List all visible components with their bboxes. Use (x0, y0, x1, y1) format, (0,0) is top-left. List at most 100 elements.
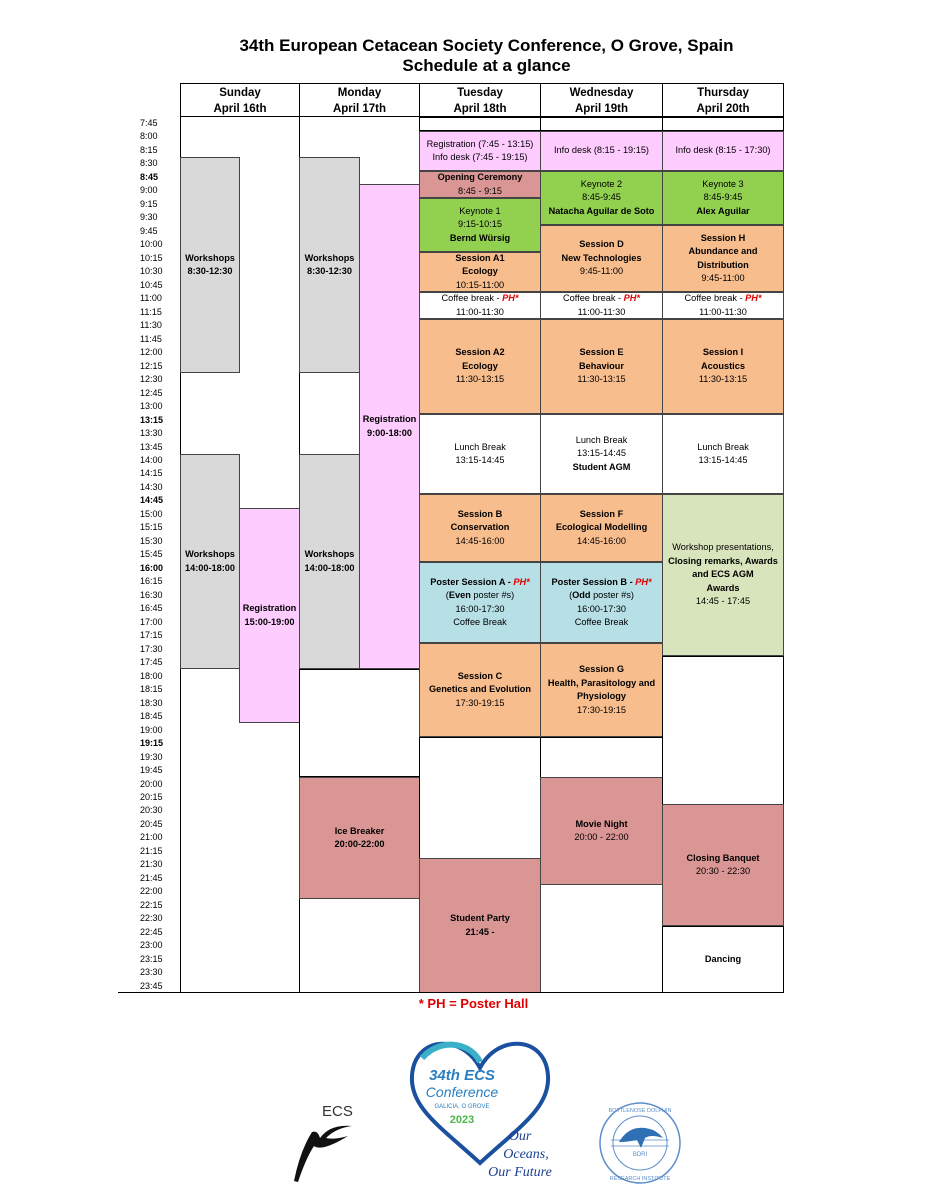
event-topic: Acoustics (701, 360, 745, 371)
event-thursday-closing-banquet[interactable]: Closing Banquet 20:30 - 22:30 (662, 804, 784, 926)
time-label: 12:00 (140, 347, 163, 358)
event-detail: (Even poster #s) (446, 589, 514, 603)
event-title: Poster Session B - PH* (551, 576, 651, 590)
day-header-tuesday: Tuesday April 18th (419, 83, 541, 117)
event-wednesday-lunch[interactable]: Lunch Break 13:15-14:45 Student AGM (540, 414, 663, 494)
event-title: Lunch Break (575, 434, 628, 445)
event-time: 11:30-13:15 (577, 374, 626, 385)
event-wednesday-movie-night[interactable]: Movie Night 20:00 - 22:00 (540, 777, 663, 885)
event-speaker: Bernd Würsig (449, 232, 511, 243)
time-label: 12:15 (140, 360, 163, 371)
event-title: Session A1 (455, 252, 505, 263)
event-title: Registration (7:45 - 13:15) (426, 138, 534, 149)
event-time: 9:45-11:00 (579, 266, 624, 277)
event-thursday-workshop-closing[interactable]: Workshop presentations, Closing remarks,… (662, 494, 784, 656)
time-label: 18:00 (140, 670, 163, 681)
event-title: Workshops (185, 252, 235, 263)
event-tuesday-opening-ceremony[interactable]: Opening Ceremony 8:45 - 9:15 (419, 171, 541, 198)
event-detail-cont: and ECS AGM (692, 569, 754, 580)
event-wednesday-poster-session-b[interactable]: Poster Session B - PH* (Odd poster #s) 1… (540, 562, 663, 643)
event-wednesday-info-desk[interactable]: Info desk (8:15 - 19:15) (540, 131, 663, 171)
event-monday-registration[interactable]: Registration 9:00-18:00 (359, 184, 420, 669)
event-tuesday-session-b[interactable]: Session B Conservation 14:45-16:00 (419, 494, 541, 562)
heart-outline-shape (409, 1041, 551, 1166)
event-monday-workshops-afternoon[interactable]: Workshops 14:00-18:00 (299, 454, 360, 669)
event-tuesday-coffee-break[interactable]: Coffee break - PH* 11:00-11:30 (419, 292, 541, 319)
event-monday-workshops-morning[interactable]: Workshops 8:30-12:30 (299, 157, 360, 373)
event-topic: Behaviour (579, 360, 624, 371)
event-time: 20:00-22:00 (334, 839, 385, 849)
event-thursday-lunch[interactable]: Lunch Break 13:15-14:45 (662, 414, 784, 494)
event-thursday-info-desk[interactable]: Info desk (8:15 - 17:30) (662, 131, 784, 171)
event-title: Info desk (8:15 - 17:30) (675, 145, 771, 156)
event-tuesday-session-c[interactable]: Session C Genetics and Evolution 17:30-1… (419, 643, 541, 737)
table-bottom-rule (118, 992, 784, 993)
event-tuesday-student-party[interactable]: Student Party 21:45 - (419, 858, 541, 993)
event-wednesday-keynote-2[interactable]: Keynote 2 8:45-9:45 Natacha Aguilar de S… (540, 171, 663, 225)
event-title: Lunch Break (697, 441, 749, 452)
time-label: 13:30 (140, 428, 163, 439)
event-wednesday-session-d[interactable]: Session D New Technologies 9:45-11:00 (540, 225, 663, 292)
event-sunday-registration[interactable]: Registration 15:00-19:00 (239, 508, 300, 723)
event-time: 14:45-16:00 (576, 535, 627, 546)
event-extra: Student AGM (572, 461, 631, 472)
event-wednesday-session-g[interactable]: Session G Health, Parasitology and Physi… (540, 643, 663, 737)
time-label: 14:45 (140, 495, 164, 506)
event-time: 11:00-11:30 (699, 306, 747, 317)
event-title: Session E (579, 347, 624, 358)
event-tuesday-session-a2[interactable]: Session A2 Ecology 11:30-13:15 (419, 319, 541, 414)
time-label: 18:15 (140, 684, 163, 695)
event-sunday-workshops-afternoon[interactable]: Workshops 14:00-18:00 (180, 454, 240, 669)
time-label: 21:45 (140, 872, 163, 883)
event-wednesday-session-e[interactable]: Session E Behaviour 11:30-13:15 (540, 319, 663, 414)
event-time: 9:45-11:00 (701, 273, 745, 283)
event-title: Keynote 3 (702, 178, 744, 189)
event-wednesday-session-f[interactable]: Session F Ecological Modelling 14:45-16:… (540, 494, 663, 562)
event-title: Opening Ceremony (437, 172, 523, 182)
event-detail: Closing remarks, Awards (668, 555, 778, 566)
day-date: April 19th (574, 103, 629, 115)
event-thursday-early-empty (662, 117, 784, 131)
event-wednesday-coffee-break[interactable]: Coffee break - PH* 11:00-11:30 (540, 292, 663, 319)
event-tuesday-poster-session-a[interactable]: Poster Session A - PH* (Even poster #s) … (419, 562, 541, 643)
event-monday-ice-breaker[interactable]: Ice Breaker 20:00-22:00 (299, 777, 420, 899)
logo-line3: GALICIA, O GROVE (434, 1104, 489, 1110)
paren-open: ( (569, 590, 573, 600)
paren-open: ( (445, 590, 449, 600)
day-name: Wednesday (569, 87, 634, 99)
event-sunday-workshops-morning[interactable]: Workshops 8:30-12:30 (180, 157, 240, 373)
time-label: 16:15 (140, 576, 163, 587)
time-label: 8:00 (140, 131, 158, 142)
event-tuesday-registration-info[interactable]: Registration (7:45 - 13:15) Info desk (7… (419, 131, 541, 171)
event-wednesday-evening-empty (540, 737, 663, 778)
event-thursday-session-h[interactable]: Session H Abundance and Distribution 9:4… (662, 225, 784, 292)
event-wednesday-early-empty (540, 117, 663, 131)
time-label: 9:15 (140, 198, 158, 209)
day-header-wednesday: Wednesday April 19th (540, 83, 663, 117)
event-thursday-dancing[interactable]: Dancing (662, 926, 784, 993)
event-title: Session C (457, 670, 503, 681)
event-time: 13:15-14:45 (455, 455, 505, 465)
day-name: Tuesday (457, 87, 503, 99)
event-tuesday-session-a1[interactable]: Session A1 Ecology 10:15-11:00 (419, 252, 541, 292)
event-title: Student Party (450, 913, 510, 923)
event-thursday-coffee-break[interactable]: Coffee break - PH* 11:00-11:30 (662, 292, 784, 319)
event-title: Closing Banquet (686, 852, 760, 863)
day-date: April 20th (696, 103, 750, 115)
event-time: 8:30-12:30 (307, 266, 352, 276)
event-thursday-keynote-3[interactable]: Keynote 3 8:45-9:45 Alex Aguilar (662, 171, 784, 225)
event-time: 8:45 - 9:15 (458, 185, 502, 196)
event-thursday-session-i[interactable]: Session I Acoustics 11:30-13:15 (662, 319, 784, 414)
poster-hall-marker: PH* (513, 576, 530, 587)
bdri-top-text: BOTTLENOSE DOLPHIN (609, 1108, 672, 1114)
event-time: 14:45 - 17:45 (695, 596, 751, 607)
time-label: 16:45 (140, 603, 163, 614)
event-tuesday-lunch[interactable]: Lunch Break 13:15-14:45 (419, 414, 541, 494)
logo-tagline1: Our (509, 1129, 532, 1144)
event-topic: Conservation (450, 522, 510, 533)
cetacean-tail-shape (294, 1125, 352, 1182)
event-title: Keynote 2 (580, 178, 623, 189)
logo-year: 2023 (450, 1114, 474, 1126)
time-label: 19:30 (140, 751, 163, 762)
event-tuesday-keynote-1[interactable]: Keynote 1 9:15-10:15 Bernd Würsig (419, 198, 541, 252)
